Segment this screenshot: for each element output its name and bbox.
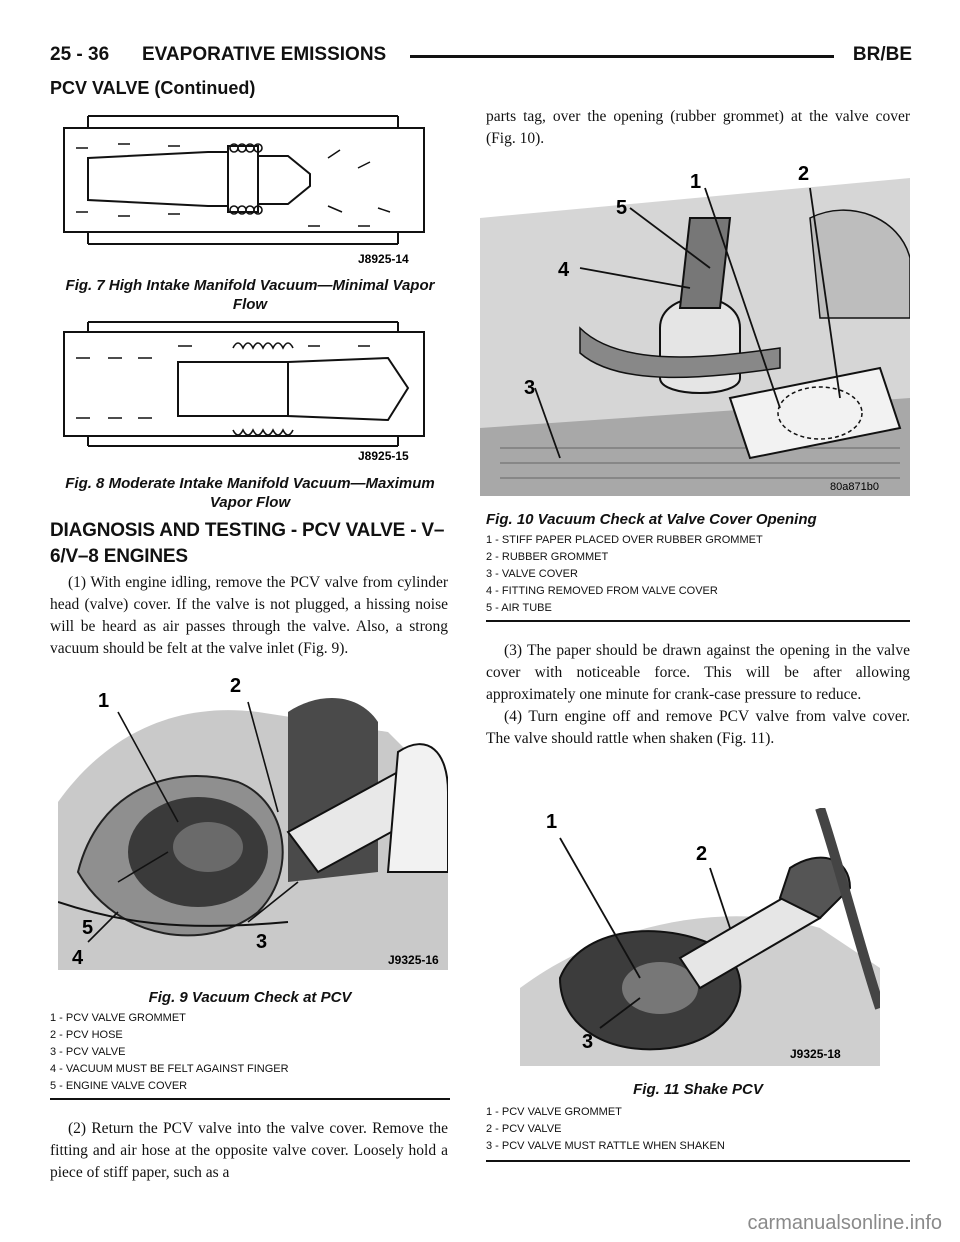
fig11-caption: Fig. 11 Shake PCV (633, 1081, 763, 1098)
header-rule (410, 55, 834, 58)
step-2-text-start: (2) Return the PCV valve into the valve … (50, 1120, 448, 1181)
fig11-code: J9325-18 (790, 1047, 841, 1061)
section-title: EVAPORATIVE EMISSIONS (142, 44, 387, 65)
fig11-photo: 1 2 3 J9325-18 (520, 808, 880, 1066)
fig11-callout-2: 2 (696, 843, 707, 865)
fig11-legend-1: 1 - PCV VALVE GROMMET (486, 1106, 622, 1118)
fig9-legend-2: 2 - PCV HOSE (50, 1029, 123, 1041)
fig10-legend-2: 2 - RUBBER GROMMET (486, 551, 609, 563)
fig10-callout-4: 4 (558, 259, 570, 281)
fig10-legend-3: 3 - VALVE COVER (486, 568, 578, 580)
fig10-callout-3: 3 (524, 377, 535, 399)
steps-3-4-text: (3) The paper should be drawn against th… (486, 642, 910, 747)
fig9-photo: 1 2 3 4 5 J9325-16 (58, 672, 448, 970)
fig9-callout-4: 4 (72, 947, 84, 969)
fig7-diagram: J8925-14 (63, 115, 425, 266)
page-header: 25 - 36 EVAPORATIVE EMISSIONS BR/BE (50, 44, 912, 74)
fig7-code: J8925-14 (358, 252, 409, 266)
fig10-callout-2: 2 (798, 163, 809, 185)
fig9-legend: 1 - PCV VALVE GROMMET 2 - PCV HOSE 3 - P… (50, 1010, 289, 1095)
fig10-rule (486, 620, 910, 622)
fig10-callout-5: 5 (616, 197, 627, 219)
fig9-caption: Fig. 9 Vacuum Check at PCV (148, 989, 352, 1006)
fig9-legend-1: 1 - PCV VALVE GROMMET (50, 1012, 186, 1024)
fig10-photo: 1 2 3 4 5 80a871b0 (480, 158, 910, 496)
watermark: carmanualsonline.info (747, 1212, 942, 1234)
fig9-callout-1: 1 (98, 690, 109, 712)
fig10-legend: 1 - STIFF PAPER PLACED OVER RUBBER GROMM… (486, 532, 763, 617)
fig11-rule (486, 1160, 910, 1162)
fig10-legend-5: 5 - AIR TUBE (486, 602, 552, 614)
fig9-callout-2: 2 (230, 675, 241, 697)
fig11-legend: 1 - PCV VALVE GROMMET 2 - PCV VALVE 3 - … (486, 1104, 725, 1155)
fig9-legend-4: 4 - VACUUM MUST BE FELT AGAINST FINGER (50, 1063, 289, 1075)
fig8-code: J8925-15 (358, 449, 409, 463)
fig9-legend-5: 5 - ENGINE VALVE COVER (50, 1080, 188, 1092)
diagnosis-heading: DIAGNOSIS AND TESTING - PCV VALVE - V–6/… (50, 520, 445, 567)
fig10-caption: Fig. 10 Vacuum Check at Valve Cover Open… (486, 511, 817, 528)
fig7-caption: Fig. 7 High Intake Manifold Vacuum—Minim… (65, 277, 435, 313)
fig10-code: 80a871b0 (830, 481, 879, 493)
fig9-rule (50, 1098, 450, 1100)
fig11-legend-3: 3 - PCV VALVE MUST RATTLE WHEN SHAKEN (486, 1140, 725, 1152)
fig9-callout-5: 5 (82, 917, 93, 939)
fig10-legend-4: 4 - FITTING REMOVED FROM VALVE COVER (486, 585, 718, 597)
model-code: BR/BE (852, 44, 912, 65)
fig11-callout-3: 3 (582, 1031, 593, 1053)
fig9-legend-3: 3 - PCV VALVE (50, 1046, 126, 1058)
step-2-text-end: parts tag, over the opening (rubber grom… (486, 108, 910, 147)
fig9-callout-3: 3 (256, 931, 267, 953)
fig11-legend-2: 2 - PCV VALVE (486, 1123, 562, 1135)
fig10-legend-1: 1 - STIFF PAPER PLACED OVER RUBBER GROMM… (486, 534, 763, 546)
step-1-text: (1) With engine idling, remove the PCV v… (50, 574, 448, 657)
page-number: 25 - 36 (50, 44, 110, 65)
fig8-caption: Fig. 8 Moderate Intake Manifold Vacuum—M… (65, 475, 435, 511)
fig9-code: J9325-16 (388, 953, 439, 967)
continued-title: PCV VALVE (Continued) (50, 78, 256, 98)
fig10-callout-1: 1 (690, 171, 701, 193)
fig11-callout-1: 1 (546, 811, 557, 833)
fig8-diagram: J8925-15 (63, 321, 425, 463)
